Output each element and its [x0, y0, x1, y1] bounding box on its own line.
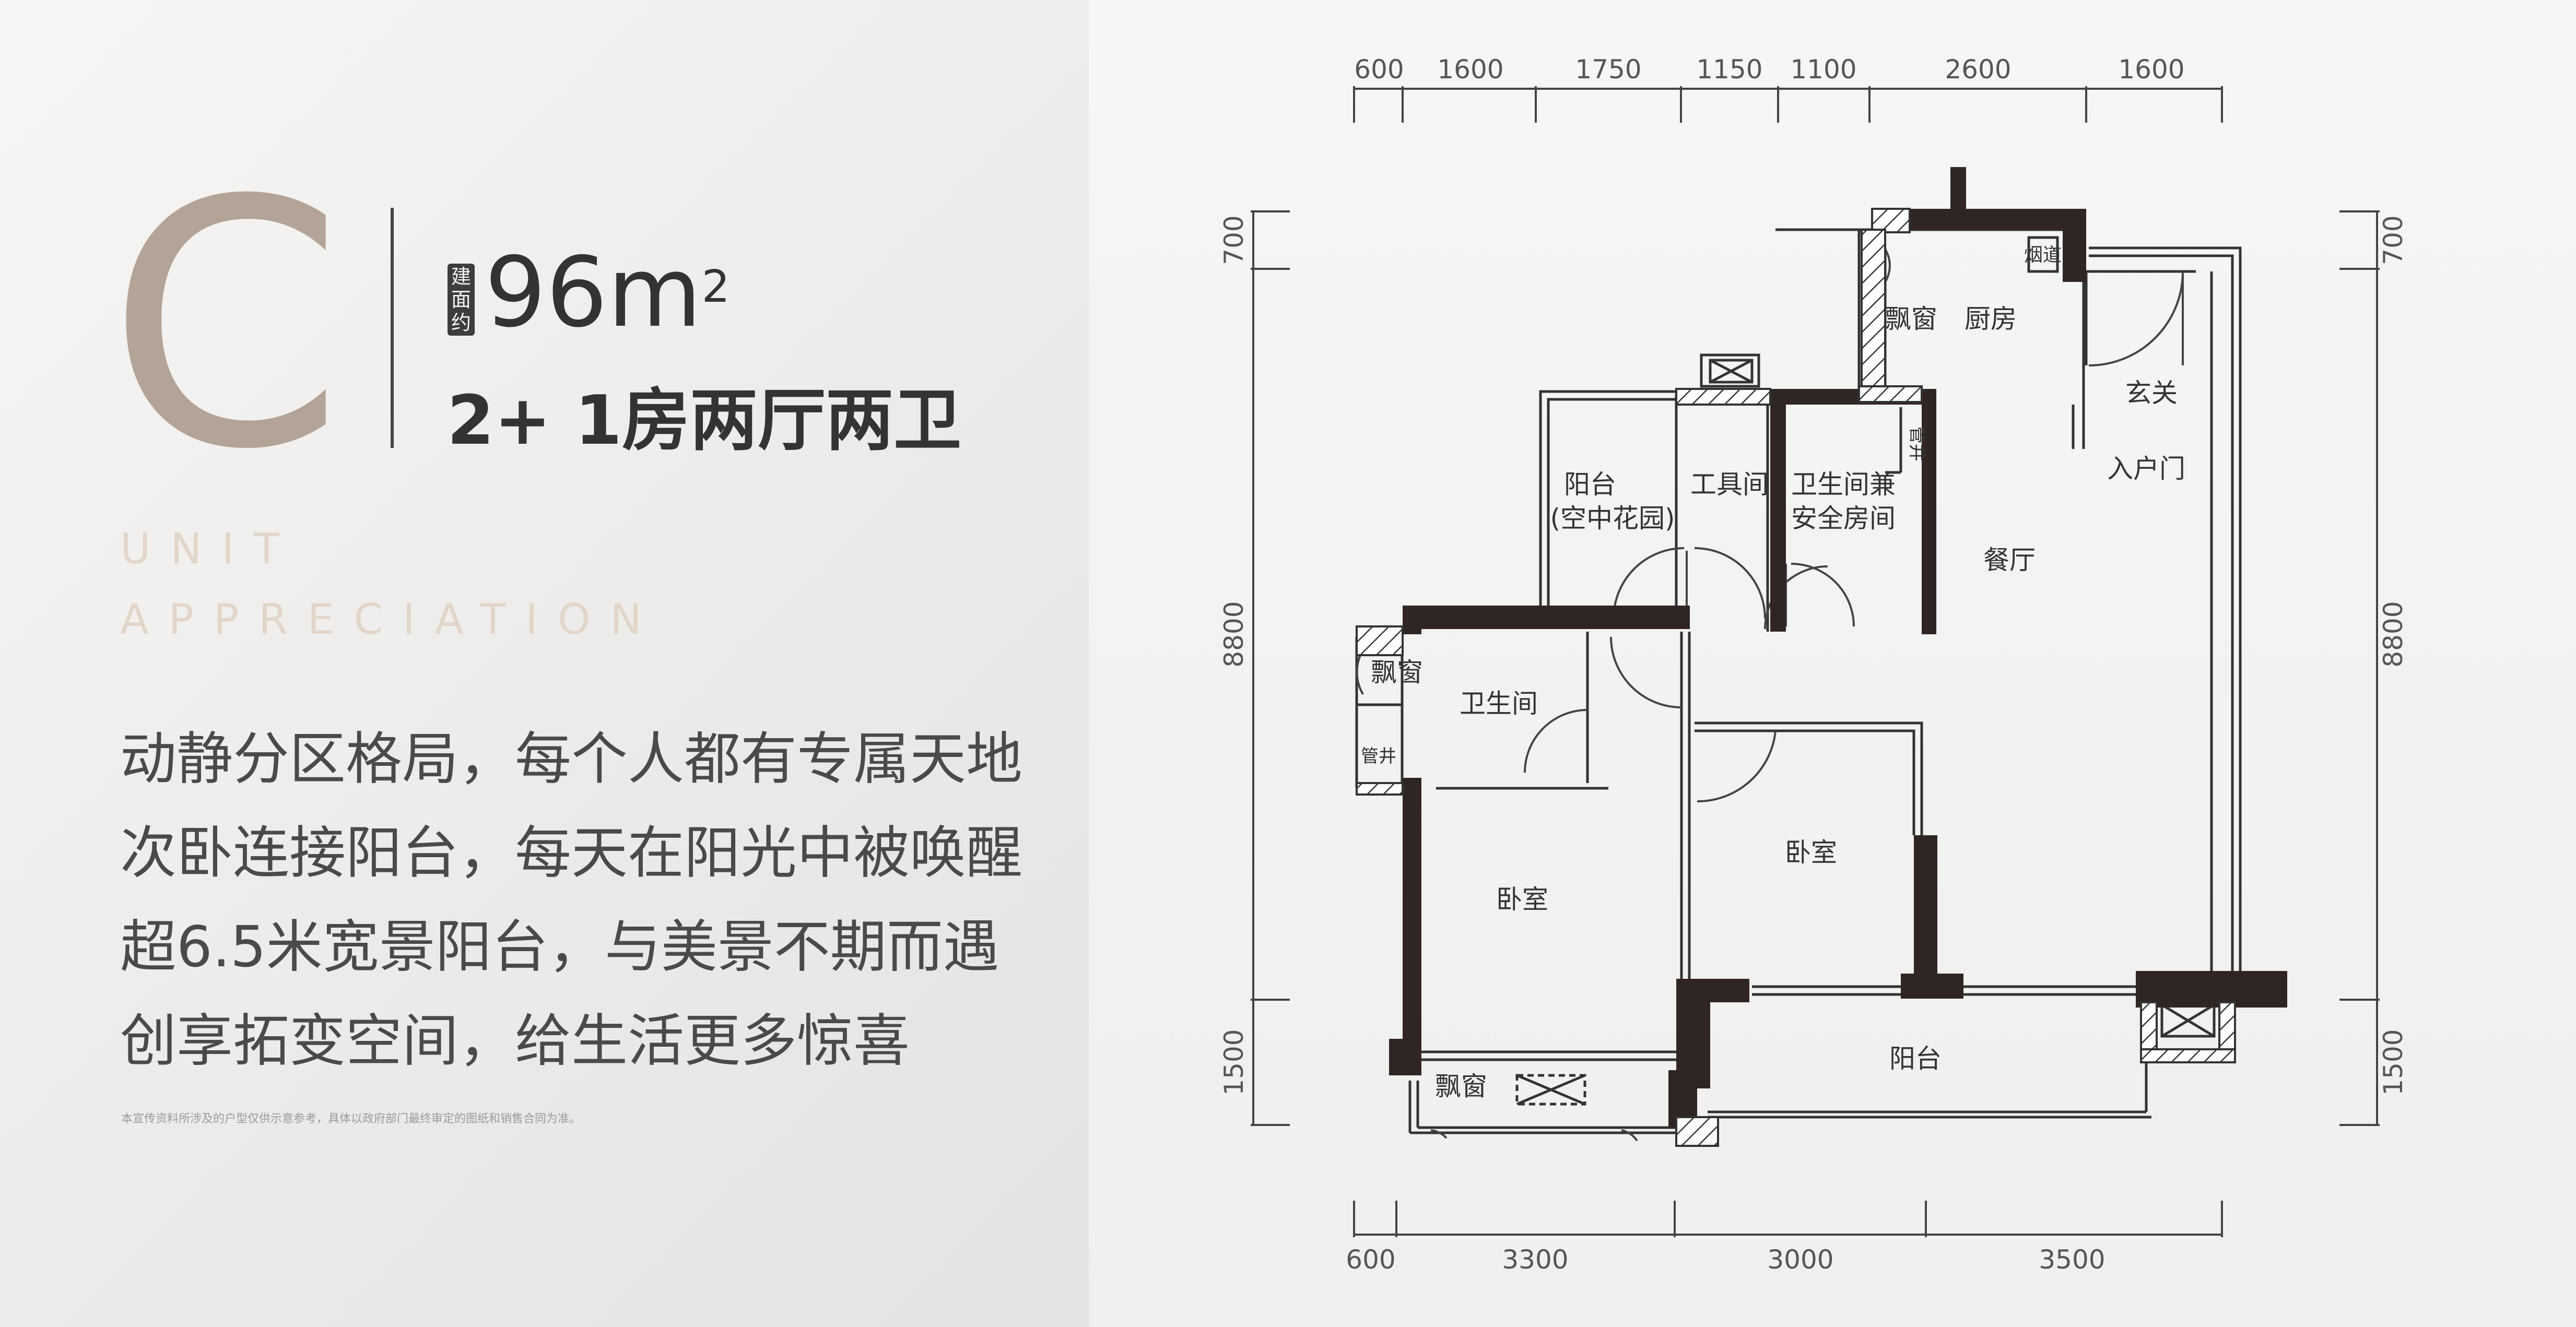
label-balcony-garden: 阳台 [1564, 469, 1616, 500]
door-swings [1356, 242, 2184, 1142]
feature-line: 创享拓变空间，给生活更多惊喜 [120, 1009, 910, 1074]
dim-left: 8800 [1219, 601, 1249, 667]
divider-line [391, 208, 394, 448]
dim-top: 600 [1354, 54, 1404, 85]
hatched-walls [1356, 208, 2236, 1147]
label-bedroom-left: 卧室 [1496, 884, 1548, 915]
area-tag-char: 约 [451, 311, 471, 334]
label-foyer: 玄关 [2125, 378, 2178, 408]
dim-right: 8800 [2378, 601, 2408, 667]
label-balcony: 阳台 [1889, 1044, 1942, 1074]
dimension-lines [1251, 86, 2380, 1237]
label-flue: 烟道 [2024, 244, 2062, 266]
label-bedroom-center: 卧室 [1785, 837, 1837, 868]
area-unit-sup: 2 [701, 261, 730, 313]
thin-walls [1355, 228, 2242, 1134]
thick-walls [1389, 167, 2287, 1128]
area-tag-char: 建 [451, 265, 471, 288]
label-balcony-garden-sub: (空中花园) [1550, 503, 1675, 534]
dimension-labels: 600 1600 1750 1150 1100 2600 1600 600 33… [1219, 54, 2408, 1275]
feature-line: 超6.5米宽景阳台，与美景不期而遇 [120, 915, 999, 980]
label-entrance-door: 入户门 [2107, 454, 2185, 484]
dim-top: 1150 [1696, 54, 1762, 85]
layout-title: 2+ 1房两厅两卫 [447, 381, 962, 460]
dim-top: 1600 [2118, 54, 2184, 85]
label-utility-room: 工具间 [1690, 469, 1769, 500]
label-bay-window-bottom: 飘窗 [1435, 1071, 1487, 1101]
dim-right: 700 [2378, 215, 2408, 265]
label-kitchen: 厨房 [1965, 304, 2017, 334]
dim-right: 1500 [2378, 1029, 2408, 1095]
english-line-unit: UNIT [120, 525, 299, 573]
label-bath2-sub: 安全房间 [1791, 503, 1896, 534]
disclaimer: 本宣传资料所涉及的户型仅供示意参考，具体以政府部门最终审定的图纸和销售合同为准。 [121, 1112, 581, 1125]
label-bath2: 卫生间兼 [1791, 469, 1896, 500]
english-line-appreciation: APPRECIATION [120, 595, 662, 644]
area-tag-char: 面 [451, 288, 471, 311]
left-panel: C 建 面 约 96m2 2+ 1房两厅两卫 UNIT APPRECIATION… [0, 0, 1089, 1327]
label-bay-window-bath: 飘窗 [1371, 657, 1423, 688]
label-pipe-shaft-left: 管井 [1361, 746, 1396, 767]
label-dining: 餐厅 [1983, 545, 2036, 575]
area-value: 96m2 [485, 238, 730, 347]
area-tag: 建 面 约 [448, 264, 475, 336]
dim-bottom: 3500 [2039, 1245, 2105, 1275]
dim-top: 1100 [1790, 54, 1856, 85]
unit-letter: C [107, 129, 344, 524]
label-bathroom: 卫生间 [1460, 689, 1538, 719]
right-panel [1089, 0, 2576, 1327]
dim-top: 1600 [1437, 54, 1503, 85]
area-number: 96m [485, 236, 702, 349]
label-bay-window-kitchen: 飘窗 [1885, 304, 1937, 334]
room-labels: 飘窗 厨房 烟道 玄关 入户门 阳台 (空中花园) 工具间 卫生间兼 安全房间 … [1361, 244, 2185, 1101]
dim-left: 1500 [1219, 1029, 1249, 1095]
dim-bottom: 3000 [1767, 1245, 1833, 1275]
dim-left: 700 [1219, 215, 1249, 265]
dim-bottom: 600 [1346, 1245, 1395, 1275]
feature-list: 动静分区格局，每个人都有专属天地 次卧连接阳台，每天在阳光中被唤醒 超6.5米宽… [120, 713, 1022, 1088]
feature-line: 动静分区格局，每个人都有专属天地 [120, 727, 1023, 792]
dim-top: 1750 [1575, 54, 1641, 85]
label-pipe-shaft-top: 管井 [1907, 426, 1927, 461]
dim-bottom: 3300 [1502, 1245, 1568, 1275]
dim-top: 2600 [1945, 54, 2011, 85]
feature-line: 次卧连接阳台，每天在阳光中被唤醒 [120, 821, 1023, 886]
